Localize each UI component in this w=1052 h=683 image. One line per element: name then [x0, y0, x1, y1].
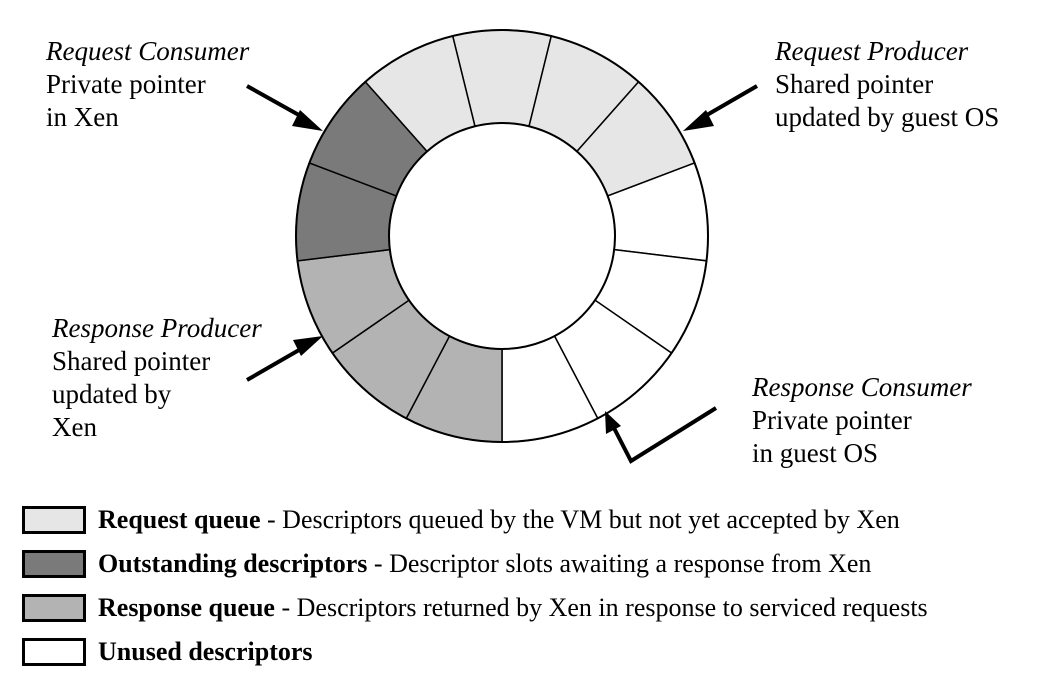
legend-title-unused: Unused descriptors: [98, 637, 313, 666]
response-consumer-label: Response Consumer Private pointer in gue…: [752, 371, 972, 470]
legend-swatch-response: [22, 594, 86, 622]
request-consumer-label: Request Consumer Private pointer in Xen: [46, 35, 249, 134]
ring-outer-border: [295, 29, 709, 443]
legend-text-outstanding: Outstanding descriptors - Descriptor slo…: [98, 549, 871, 579]
legend-row-unused: Unused descriptors: [22, 630, 928, 674]
response-consumer-arrow-head: [605, 411, 621, 434]
response-consumer-line1: Private pointer: [752, 405, 912, 435]
request-producer-arrow-shaft: [698, 84, 759, 121]
request-producer-role: Request Producer: [775, 36, 969, 66]
ring-inner-border: [388, 122, 616, 350]
request-consumer-arrow-shaft: [246, 84, 307, 121]
response-consumer-role: Response Consumer: [752, 372, 972, 402]
legend-title-outstanding: Outstanding descriptors: [98, 549, 368, 578]
response-consumer-arrow-shaft: [612, 406, 718, 464]
request-consumer-arrow-head: [292, 110, 323, 131]
response-producer-line1: Shared pointer: [52, 346, 211, 376]
response-producer-role: Response Producer: [52, 313, 262, 343]
legend-desc-response: - Descriptors returned by Xen in respons…: [274, 593, 928, 622]
legend-title-request: Request queue: [98, 505, 261, 534]
legend-swatch-request: [22, 506, 86, 534]
response-producer-line2: updated by: [52, 379, 172, 409]
request-producer-line2: updated by guest OS: [775, 102, 1000, 132]
legend-row-response: Response queue - Descriptors returned by…: [22, 586, 928, 630]
response-consumer-line2: in guest OS: [752, 438, 879, 468]
response-producer-label: Response Producer Shared pointer updated…: [52, 312, 262, 444]
request-consumer-line2: in Xen: [46, 102, 119, 132]
legend-text-request: Request queue - Descriptors queued by th…: [98, 505, 900, 535]
legend-row-request: Request queue - Descriptors queued by th…: [22, 498, 928, 542]
descriptor-ring: [295, 29, 709, 443]
legend-row-outstanding: Outstanding descriptors - Descriptor slo…: [22, 542, 928, 586]
pointer-arrows: [246, 84, 759, 464]
legend-swatch-outstanding: [22, 550, 86, 578]
request-producer-label: Request Producer Shared pointer updated …: [775, 35, 999, 134]
response-producer-line3: Xen: [52, 412, 97, 442]
response-producer-arrow-shaft: [246, 344, 307, 382]
request-consumer-line1: Private pointer: [46, 69, 206, 99]
legend-text-response: Response queue - Descriptors returned by…: [98, 593, 928, 623]
ring-buffer-diagram: [246, 29, 759, 464]
legend: Request queue - Descriptors queued by th…: [22, 498, 928, 674]
legend-text-unused: Unused descriptors: [98, 637, 313, 667]
request-producer-line1: Shared pointer: [775, 69, 934, 99]
legend-desc-outstanding: - Descriptor slots awaiting a response f…: [367, 549, 872, 578]
legend-swatch-unused: [22, 638, 86, 666]
response-producer-arrow-head: [293, 336, 323, 356]
legend-title-response: Response queue: [98, 593, 275, 622]
request-consumer-role: Request Consumer: [46, 36, 250, 66]
request-producer-arrow-head: [683, 110, 714, 131]
legend-desc-request: - Descriptors queued by the VM but not y…: [260, 505, 900, 534]
